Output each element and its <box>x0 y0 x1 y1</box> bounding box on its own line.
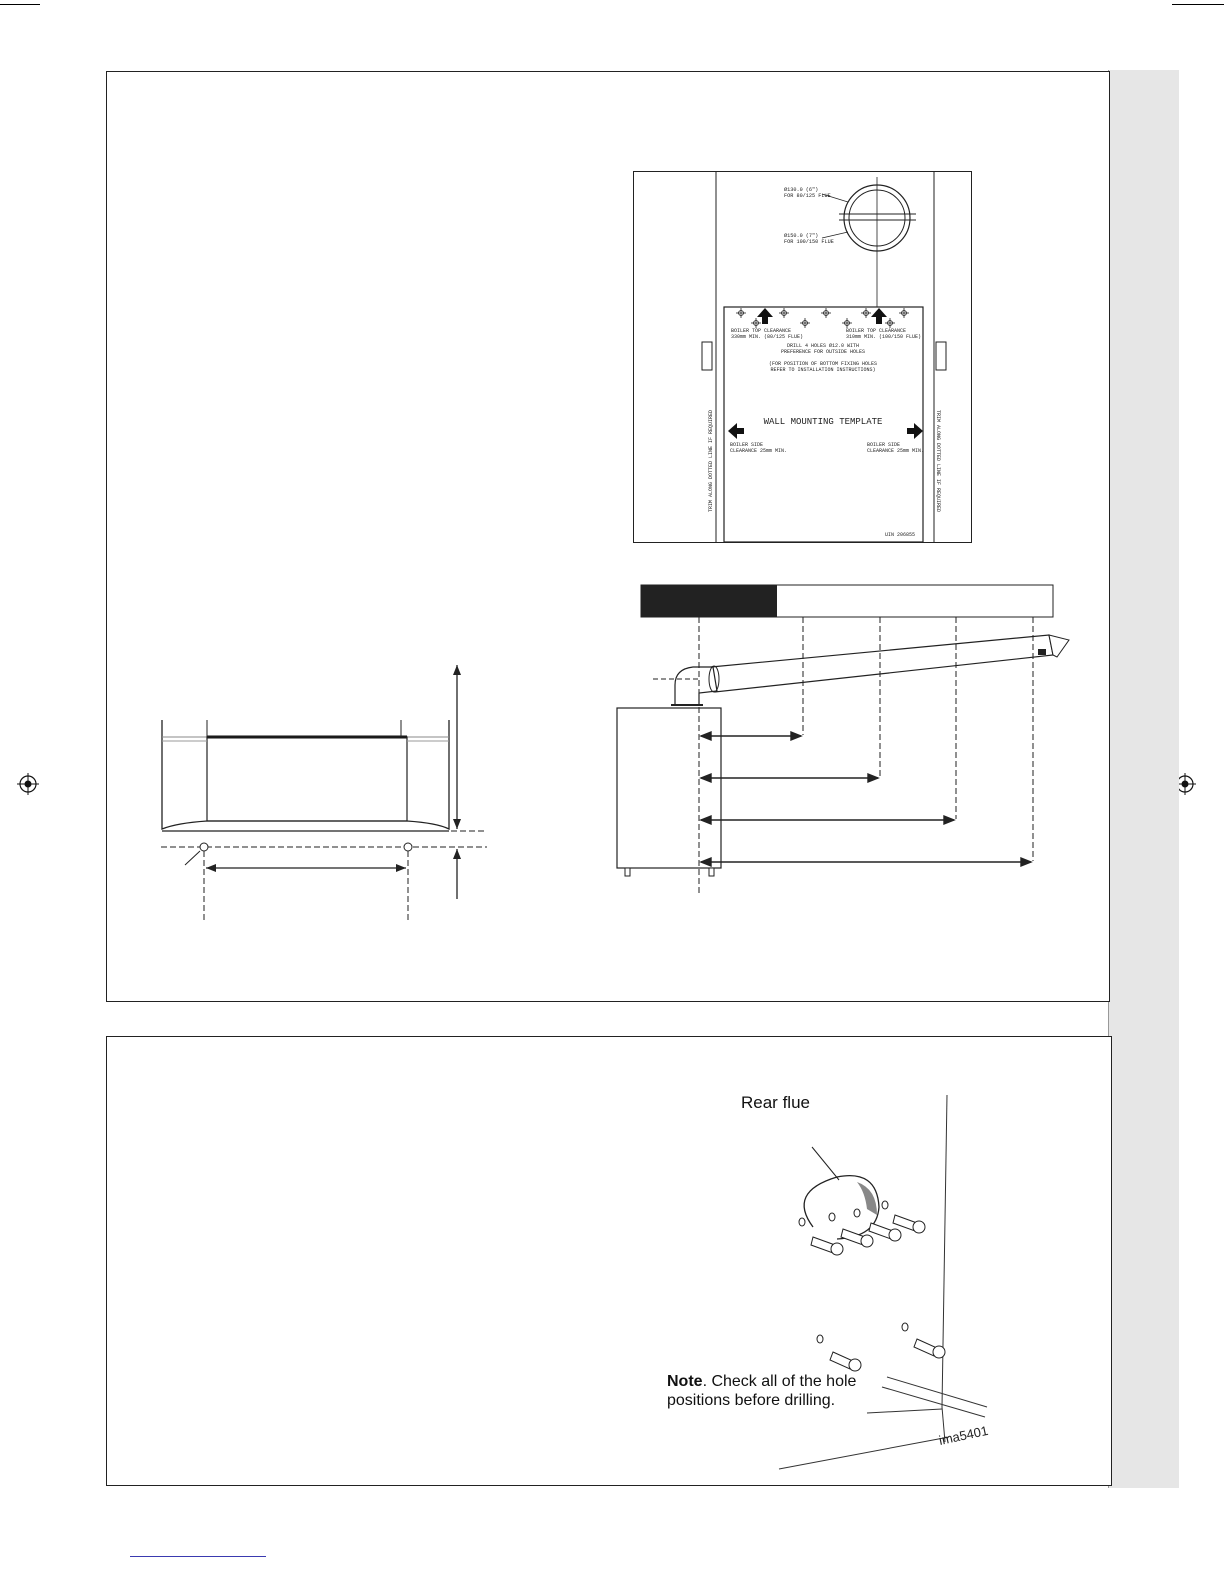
wall-fixing-illustration: ima5401 <box>778 1094 990 1470</box>
side-clearance-right-2: CLEARANCE 25mm MIN. <box>867 448 924 454</box>
image-code: ima5401 <box>938 1423 990 1448</box>
registration-mark-left <box>17 773 39 795</box>
trim-note-right: TRIM ALONG DOTTED LINE IF REQUIRED <box>935 410 941 512</box>
template-drawing: Ø130.0 (6") FOR 80/125 FLUE Ø150.0 (7") … <box>701 172 947 542</box>
top-clearance-right-2: 310mm MIN. (100/150 FLUE) <box>846 334 921 340</box>
trim-note-left: TRIM ALONG DOTTED LINE IF REQUIRED <box>708 410 714 512</box>
top-clearance-left-1: BOILER TOP CLEARANCE <box>731 328 791 334</box>
wall-template-figure: Ø130.0 (6") FOR 80/125 FLUE Ø150.0 (7") … <box>633 171 972 543</box>
footer-line <box>130 1556 266 1557</box>
rear-flue-label: Rear flue <box>741 1093 810 1112</box>
side-clearance-left-2: CLEARANCE 25mm MIN. <box>730 448 787 454</box>
top-clearance-right-1: BOILER TOP CLEARANCE <box>846 328 906 334</box>
drill-note-2: PREFERENCE FOR OUTSIDE HOLES <box>781 349 865 355</box>
template-title: WALL MOUNTING TEMPLATE <box>764 417 883 427</box>
flue-hole-2-note: FOR 100/150 FLUE <box>784 239 834 245</box>
note-bold: Note <box>667 1373 703 1390</box>
flue-hole-2-label: Ø150.0 (7") <box>784 232 818 239</box>
top-clearance-left-2: 330mm MIN. (80/125 FLUE) <box>731 334 803 340</box>
bottom-panel: ima5401 Rear flue <box>106 1036 1112 1486</box>
crop-mark-top-right <box>1172 4 1224 5</box>
flue-hole-1-note: FOR 80/125 FLUE <box>784 193 831 199</box>
boiler-top-view-diagram <box>161 665 487 922</box>
drill-note-1: DRILL 4 HOLES Ø12.0 WITH <box>787 342 859 349</box>
note-text-2: positions before drilling. <box>667 1392 836 1409</box>
top-panel: Ø130.0 (6") FOR 80/125 FLUE Ø150.0 (7") … <box>106 71 1110 1002</box>
bottom-holes-note-1: (FOR POSITION OF BOTTOM FIXING HOLES <box>769 361 877 367</box>
flue-length-diagram <box>616 584 1070 895</box>
crop-mark-top-left <box>0 4 40 5</box>
flue-hole-1-label: Ø130.0 (6") <box>784 186 818 193</box>
note-text: . Check all of the hole <box>702 1373 857 1390</box>
drilling-note: Note. Check all of the hole positions be… <box>667 1372 856 1410</box>
side-clearance-left-1: BOILER SIDE <box>730 442 763 448</box>
template-code: UIN 206855 <box>885 532 915 538</box>
side-clearance-right-1: BOILER SIDE <box>867 442 900 448</box>
bottom-holes-note-2: REFER TO INSTALLATION INSTRUCTIONS) <box>770 367 875 373</box>
side-tab <box>1108 70 1179 1488</box>
